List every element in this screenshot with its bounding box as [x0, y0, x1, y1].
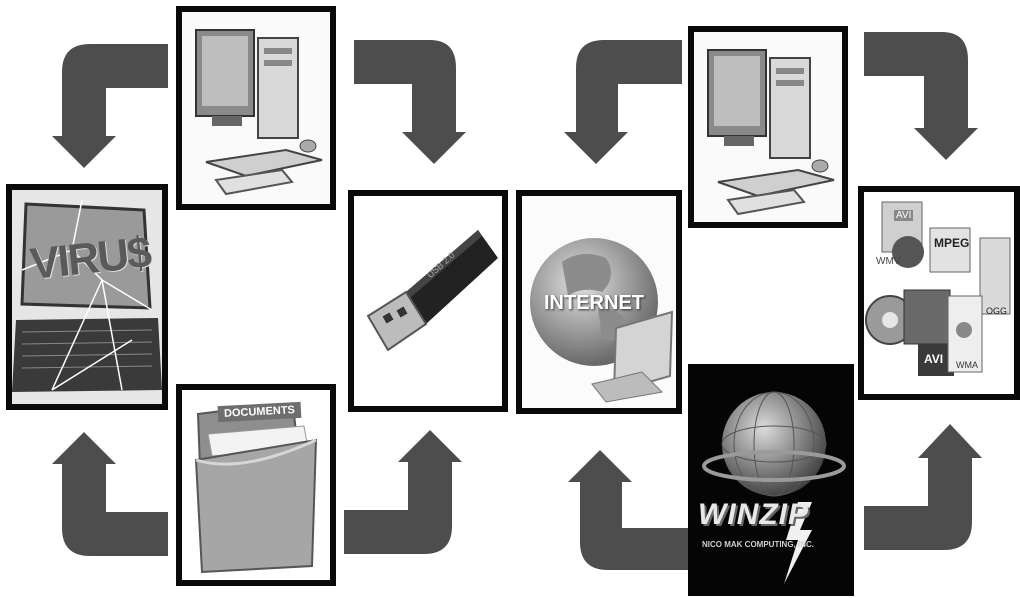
desktop-computer-icon	[182, 12, 330, 204]
media-label-wmv: WMV	[876, 256, 900, 267]
virus-laptop-tile: VIRU$	[6, 184, 168, 410]
arrow-top-left	[50, 40, 170, 170]
usb-drive-tile: USB 2.0	[348, 190, 508, 412]
media-label-ogg: OGG	[986, 306, 1007, 316]
media-label-avi-2: AVI	[924, 352, 943, 366]
computer-tile-left	[176, 6, 336, 210]
media-label-avi: AVI	[894, 210, 913, 221]
winzip-company-label: NICO MAK COMPUTING, INC.	[702, 540, 814, 549]
media-label-mpeg: MPEG	[934, 236, 969, 250]
winzip-label: WINZIP	[698, 498, 809, 532]
arrow-top-internet	[560, 36, 684, 166]
computer-tile-right	[688, 26, 848, 228]
documents-folder-tile: DOCUMENTS	[176, 384, 336, 586]
cracked-laptop-icon	[12, 190, 162, 404]
internet-label: INTERNET	[544, 292, 644, 315]
media-files-tile: AVI MPEG WMV OGG AVI WMA	[858, 186, 1020, 400]
internet-globe-tile: INTERNET	[516, 190, 682, 414]
arrow-top-mid	[352, 36, 468, 166]
arrow-bottom-internet	[560, 448, 690, 576]
arrow-bottom-right	[862, 420, 984, 556]
desktop-computer-icon	[694, 32, 842, 222]
arrow-top-right	[862, 28, 980, 162]
arrow-bottom-mid	[342, 428, 464, 560]
winzip-tile: WINZIP NICO MAK COMPUTING, INC.	[688, 364, 854, 596]
arrow-bottom-left	[52, 430, 170, 562]
winzip-globe-icon	[694, 370, 848, 590]
media-label-wma: WMA	[956, 360, 978, 370]
usb-drive-icon	[354, 196, 502, 406]
